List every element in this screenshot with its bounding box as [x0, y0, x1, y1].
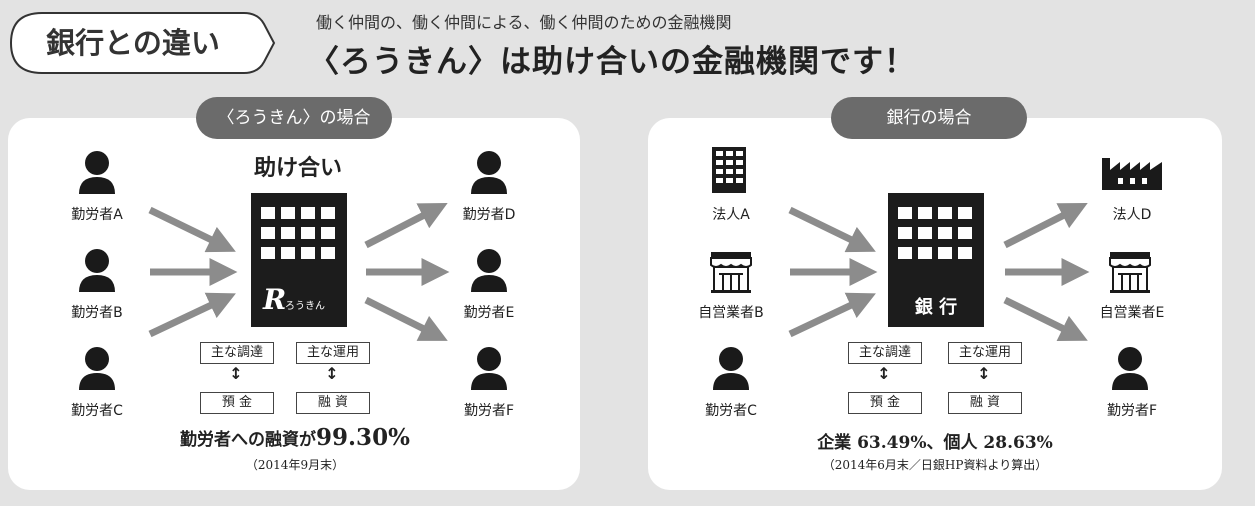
bank-building-icon: 銀 行 — [888, 193, 984, 327]
lender-label: 勤労者A — [71, 207, 123, 223]
borrower-label: 勤労者D — [462, 207, 516, 223]
rokin-logo-mark: R — [263, 283, 287, 316]
deposit-box: 預 金 — [200, 392, 274, 414]
bank-stat: 企業 63.49%、個人 28.63% — [817, 433, 1053, 453]
lender-label: 勤労者C — [71, 403, 123, 419]
updown-arrow-icon: ↕ — [325, 364, 339, 383]
lending-box: 主な運用 — [296, 342, 370, 364]
person-icon — [1108, 346, 1152, 392]
borrower-label: 勤労者F — [1106, 403, 1158, 419]
loan-box: 融 資 — [296, 392, 370, 414]
stat-prefix: 勤労者への融資が — [180, 430, 317, 450]
rokin-logo-text: ろうきん — [285, 301, 325, 312]
bank-note: （2014年6月末／日銀HP資料より算出） — [822, 458, 1048, 472]
headline: 〈ろうきん〉は助け合いの金融機関です！ — [308, 44, 916, 80]
person-icon — [75, 150, 119, 196]
lending-box: 主な運用 — [948, 342, 1022, 364]
factory-icon — [1100, 152, 1164, 192]
badge-outline — [9, 12, 276, 74]
funding-box: 主な調達 — [200, 342, 274, 364]
borrower-label: 法人D — [1112, 207, 1152, 223]
borrower-label: 自営業者E — [1099, 305, 1165, 321]
rokin-building-icon: R ろうきん — [251, 193, 347, 327]
lender-label: 勤労者C — [705, 403, 757, 419]
loan-box: 融 資 — [948, 392, 1022, 414]
person-icon — [75, 346, 119, 392]
rokin-stat: 勤労者への融資が99.30% — [100, 424, 490, 451]
updown-arrow-icon: ↕ — [877, 364, 891, 383]
lender-label: 法人A — [712, 207, 750, 223]
rokin-panel-tab: 〈ろうきん〉の場合 — [196, 97, 392, 139]
updown-arrow-icon: ↕ — [229, 364, 243, 383]
subtitle: 働く仲間の、働く仲間による、働く仲間のための金融機関 — [316, 13, 732, 32]
badge-title: 銀行との違い — [46, 26, 220, 60]
borrower-label: 勤労者F — [463, 403, 515, 419]
person-icon — [467, 248, 511, 294]
office-building-icon — [712, 147, 746, 193]
updown-arrow-icon: ↕ — [977, 364, 991, 383]
lender-label: 勤労者B — [71, 305, 123, 321]
shop-icon — [1108, 250, 1152, 296]
stat-value: 99.30% — [316, 424, 410, 451]
borrower-label: 勤労者E — [463, 305, 515, 321]
rokin-note: （2014年9月末） — [245, 458, 345, 472]
deposit-box: 預 金 — [848, 392, 922, 414]
funding-box: 主な調達 — [848, 342, 922, 364]
title-badge: 銀行との違い — [8, 10, 276, 76]
person-icon — [75, 248, 119, 294]
bank-panel-tab: 銀行の場合 — [831, 97, 1027, 139]
shop-icon — [709, 250, 753, 296]
person-icon — [467, 150, 511, 196]
lender-label: 自営業者B — [698, 305, 764, 321]
person-icon — [709, 346, 753, 392]
bank-building-label: 銀 行 — [914, 297, 958, 318]
center-title: 助け合い — [253, 155, 342, 181]
person-icon — [467, 346, 511, 392]
